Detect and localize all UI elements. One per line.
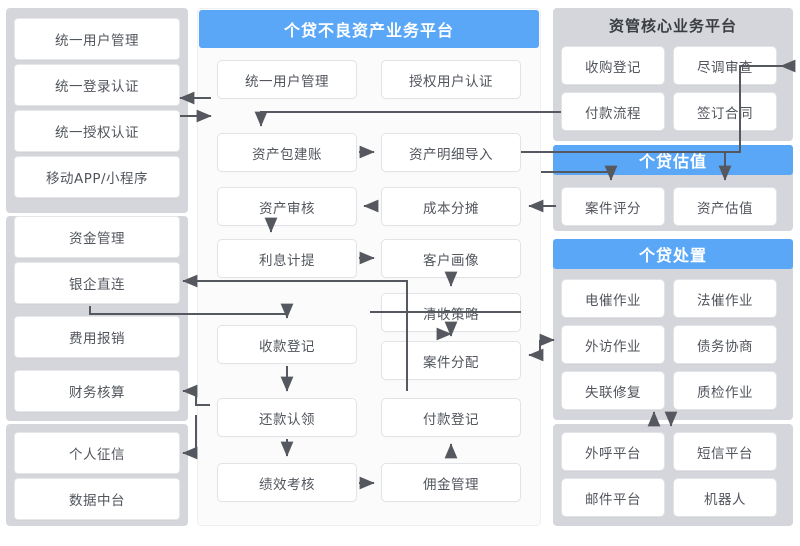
node-commission-management[interactable]: 佣金管理	[381, 463, 521, 502]
right-header-disposal: 个贷处置	[553, 239, 793, 269]
left-item-unified-authorization[interactable]: 统一授权认证	[14, 110, 180, 152]
left-item-data-midplatform[interactable]: 数据中台	[14, 478, 180, 520]
right-item-sms-platform[interactable]: 短信平台	[673, 432, 777, 471]
node-unified-user-management[interactable]: 统一用户管理	[217, 60, 357, 99]
right-item-payment-process[interactable]: 付款流程	[561, 92, 665, 131]
left-item-fund-management[interactable]: 资金管理	[14, 216, 180, 258]
node-payment-registration[interactable]: 付款登记	[381, 398, 521, 437]
right-item-robot[interactable]: 机器人	[673, 478, 777, 517]
right-item-lost-contact-repair[interactable]: 失联修复	[561, 371, 665, 410]
node-interest-accrual[interactable]: 利息计提	[217, 239, 357, 278]
node-performance-appraisal[interactable]: 绩效考核	[217, 463, 357, 502]
left-item-unified-login-auth[interactable]: 统一登录认证	[14, 64, 180, 106]
left-item-financial-accounting[interactable]: 财务核算	[14, 370, 180, 412]
center-panel-header: 个贷不良资产业务平台	[199, 10, 539, 48]
node-asset-audit[interactable]: 资产审核	[217, 187, 357, 226]
left-item-unified-user-management[interactable]: 统一用户管理	[14, 18, 180, 60]
left-item-bank-enterprise-link[interactable]: 银企直连	[14, 262, 180, 304]
node-payment-receipt-registration[interactable]: 收款登记	[217, 325, 357, 364]
right-item-legal-collection[interactable]: 法催作业	[673, 279, 777, 318]
right-item-due-diligence-review[interactable]: 尽调审查	[673, 46, 777, 85]
node-asset-detail-import[interactable]: 资产明细导入	[381, 133, 521, 172]
node-repayment-claim[interactable]: 还款认领	[217, 398, 357, 437]
right-item-acquisition-registration[interactable]: 收购登记	[561, 46, 665, 85]
left-item-personal-credit[interactable]: 个人征信	[14, 432, 180, 474]
right-item-phone-collection[interactable]: 电催作业	[561, 279, 665, 318]
left-item-mobile-app[interactable]: 移动APP/小程序	[14, 156, 180, 198]
right-item-email-platform[interactable]: 邮件平台	[561, 478, 665, 517]
node-asset-package-account[interactable]: 资产包建账	[217, 133, 357, 172]
node-collection-strategy[interactable]: 清收策略	[381, 293, 521, 332]
right-item-field-visit[interactable]: 外访作业	[561, 325, 665, 364]
right-item-outbound-call-platform[interactable]: 外呼平台	[561, 432, 665, 471]
right-item-debt-negotiation[interactable]: 债务协商	[673, 325, 777, 364]
right-item-quality-inspection[interactable]: 质检作业	[673, 371, 777, 410]
node-case-assignment[interactable]: 案件分配	[381, 341, 521, 380]
node-authorized-user-auth[interactable]: 授权用户认证	[381, 60, 521, 99]
left-item-expense-reimbursement[interactable]: 费用报销	[14, 316, 180, 358]
right-header-core-platform: 资管核心业务平台	[608, 16, 737, 35]
right-header-valuation: 个贷估值	[553, 145, 793, 175]
right-item-case-scoring[interactable]: 案件评分	[561, 187, 665, 226]
node-cost-allocation[interactable]: 成本分摊	[381, 187, 521, 226]
right-item-asset-valuation[interactable]: 资产估值	[673, 187, 777, 226]
right-item-sign-contract[interactable]: 签订合同	[673, 92, 777, 131]
node-customer-portrait[interactable]: 客户画像	[381, 239, 521, 278]
